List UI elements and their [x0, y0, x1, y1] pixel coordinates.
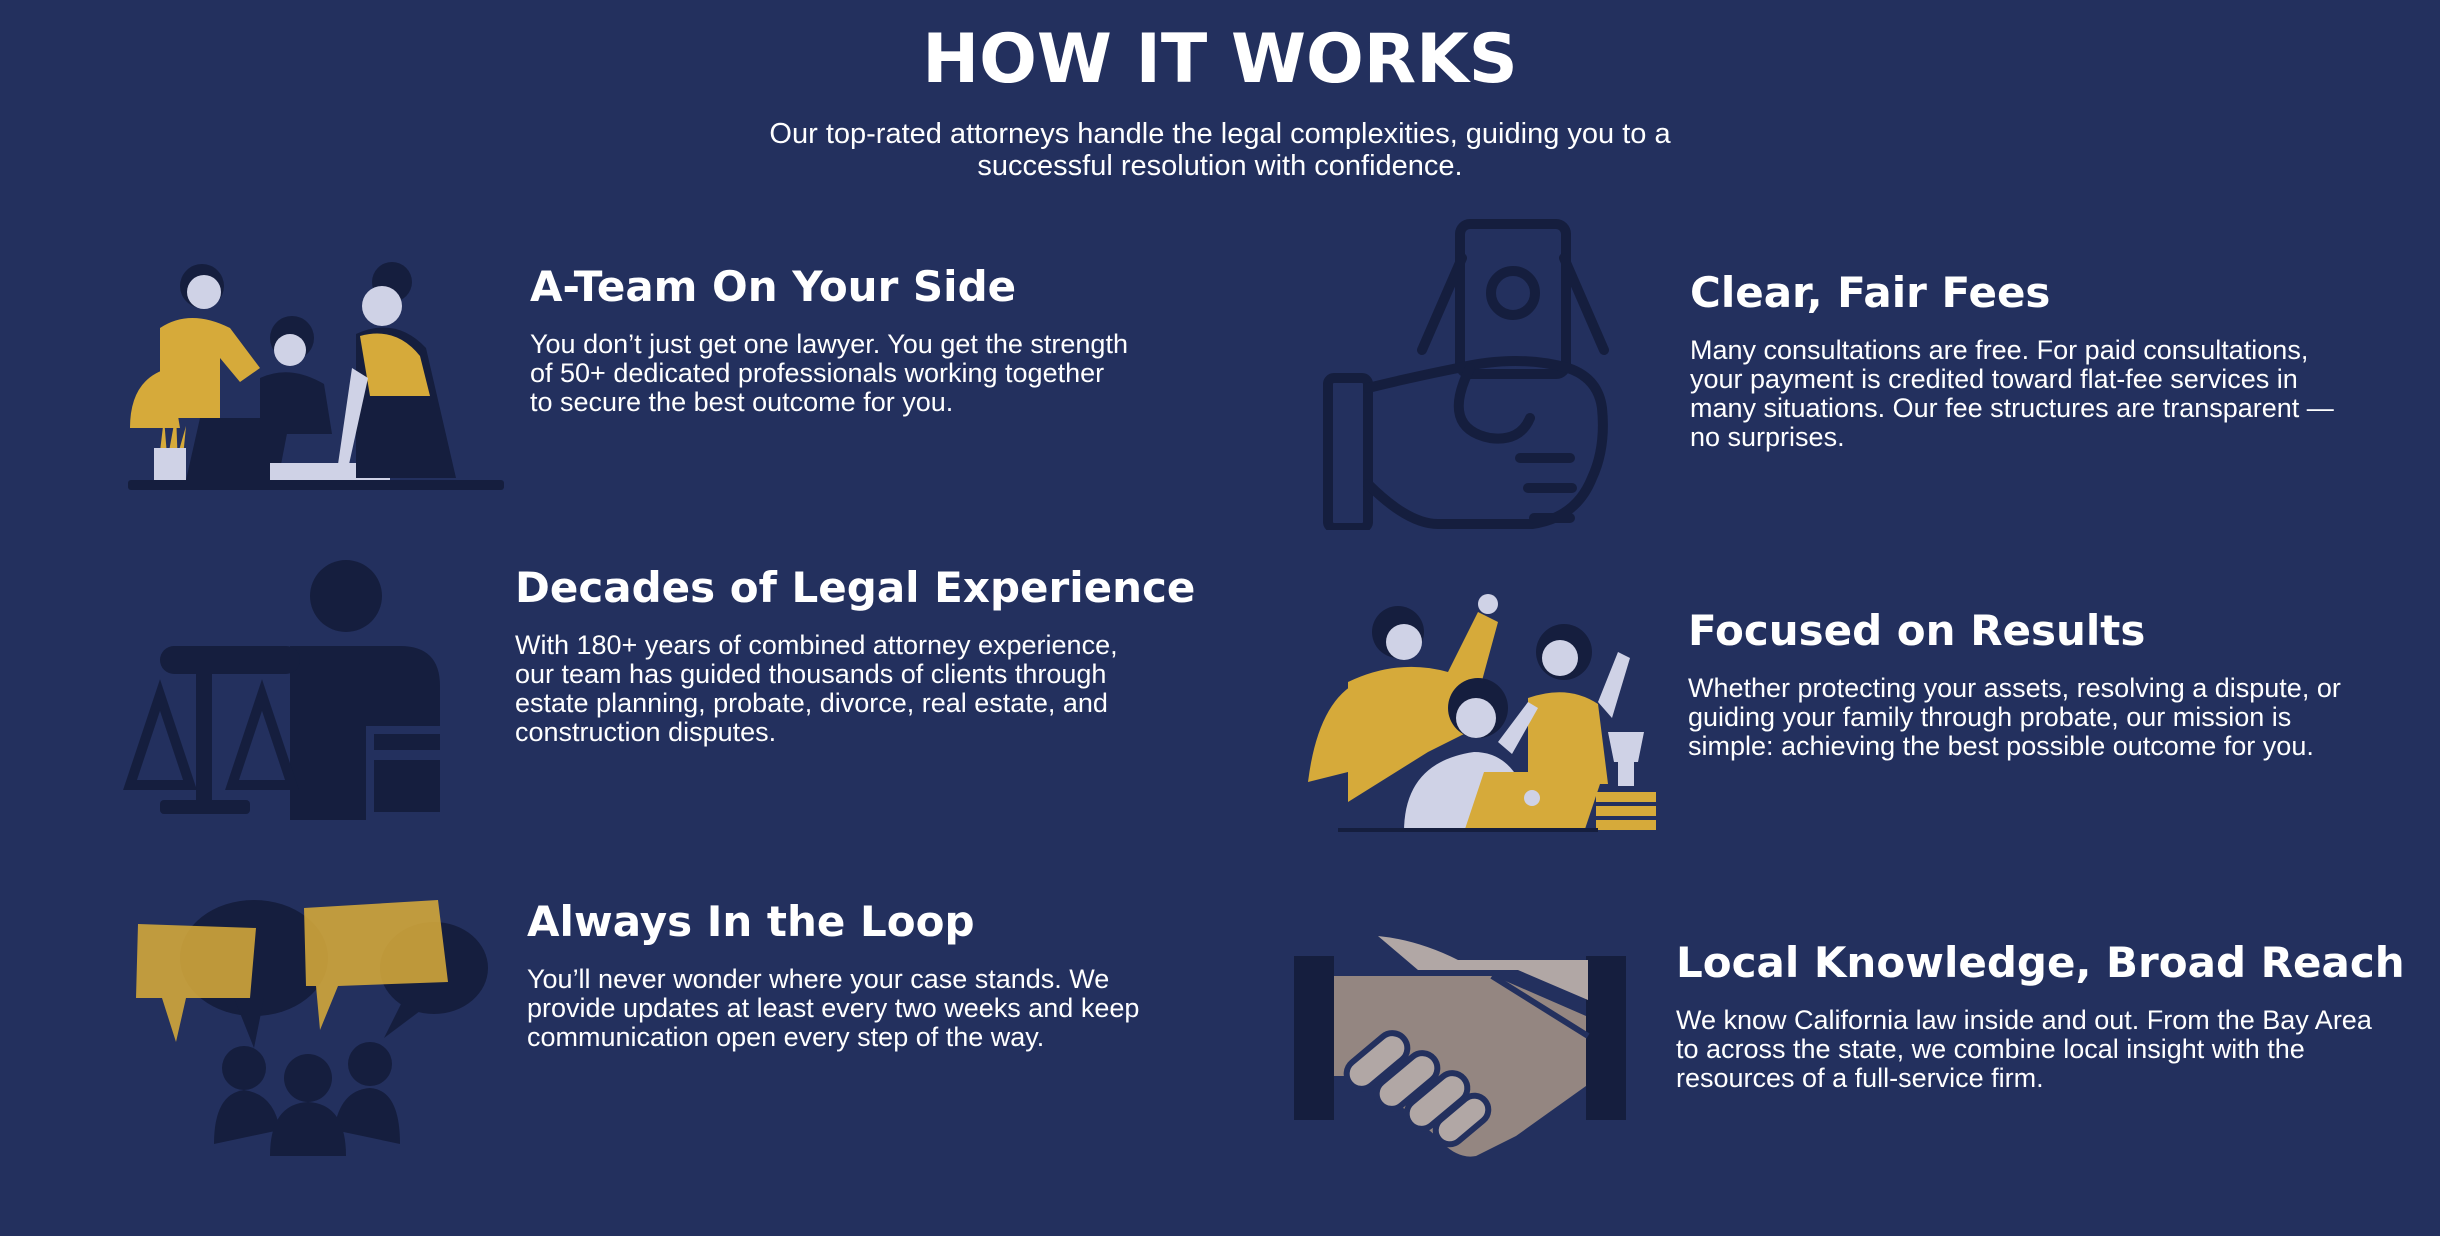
feature-title: Always In the Loop	[527, 897, 975, 946]
feature-title: Local Knowledge, Broad Reach	[1676, 938, 2405, 987]
feature-body: Whether protecting your assets, resolvin…	[1688, 673, 2341, 761]
feature-title: Clear, Fair Fees	[1690, 268, 2051, 317]
feature-a-team: A-Team On Your Side You don’t just get o…	[530, 262, 1130, 417]
feature-experience: Decades of Legal Experience With 180+ ye…	[515, 563, 1196, 747]
feature-in-the-loop: Always In the Loop You’ll never wonder w…	[527, 897, 1167, 1052]
feature-body: Many consultations are free. For paid co…	[1690, 335, 2334, 452]
feature-title: Focused on Results	[1688, 606, 2146, 655]
handshake-icon	[1292, 936, 1628, 1158]
feature-results: Focused on Results Whether protecting yo…	[1688, 606, 2348, 761]
feature-title: Decades of Legal Experience	[515, 563, 1196, 612]
team-working-icon	[120, 258, 510, 494]
feature-clear-fees: Clear, Fair Fees Many consultations are …	[1690, 268, 2350, 452]
page-title: HOW IT WORKS	[922, 20, 1518, 99]
celebrating-team-icon	[1308, 592, 1660, 832]
hand-with-money-icon	[1320, 218, 1620, 530]
feature-title: A-Team On Your Side	[530, 262, 1017, 311]
feature-body: With 180+ years of combined attorney exp…	[515, 630, 1118, 747]
feature-body: We know California law inside and out. F…	[1676, 1005, 2372, 1093]
group-chat-icon	[134, 888, 490, 1158]
feature-body: You’ll never wonder where your case stan…	[527, 964, 1140, 1052]
feature-body: You don’t just get one lawyer. You get t…	[530, 329, 1128, 417]
lawyer-scales-icon	[120, 560, 470, 820]
page-subtitle: Our top-rated attorneys handle the legal…	[769, 118, 1671, 182]
feature-local-knowledge: Local Knowledge, Broad Reach We know Cal…	[1676, 938, 2405, 1093]
